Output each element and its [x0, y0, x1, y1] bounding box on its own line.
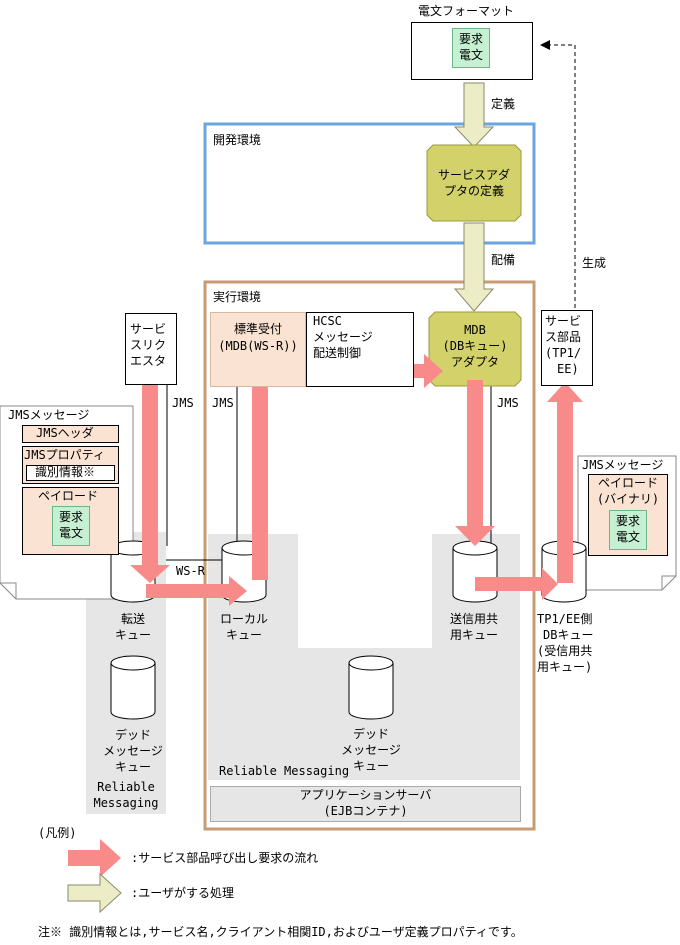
jms-label-right: JMS [497, 396, 519, 410]
denbun-format-title: 電文フォーマット [418, 4, 515, 18]
denbun-doc-line2: 電文 [458, 48, 483, 62]
service-requester-box [125, 313, 177, 385]
tenso-queue-line1: 転送 [120, 612, 145, 626]
haibi-arrow [453, 222, 495, 312]
mdb-adapter-octagon [428, 311, 522, 387]
dead-mid-line1: デッド [352, 727, 389, 741]
hcsc-line3: 配送制御 [313, 346, 362, 360]
jms-header-box [22, 425, 119, 443]
flow-arrow-6 [475, 568, 558, 600]
local-queue-line1: ローカル [219, 612, 268, 626]
jikko-frame [203, 280, 536, 831]
dead-queue-mid-cylinder [348, 655, 394, 720]
mdb-line2: (DBキュー) [442, 339, 508, 353]
dead-mid-line3: キュー [352, 759, 389, 773]
tp1-db-line1: TP1/EE側 [537, 612, 593, 626]
jms-ident-box [26, 465, 115, 481]
denbun-format-doc-icon: 要求 電文 [452, 28, 490, 68]
reliable-left-line1: Reliable [97, 780, 155, 794]
local-queue-line2: キュー [225, 628, 262, 642]
haibi-label: 配備 [491, 253, 516, 267]
send-shared-line1: 送信用共 [450, 612, 499, 626]
legend-title: (凡例) [38, 826, 77, 840]
legend-red-label: :サービス部品呼び出し要求の流れ [131, 851, 319, 865]
requester-line1: サービ [130, 322, 167, 336]
adapter-def-octagon [426, 144, 522, 222]
flow-arrow-3 [242, 360, 278, 580]
legend-yellow-label: :ユーザがする処理 [131, 886, 234, 900]
jikko-title: 実行環境 [213, 290, 262, 304]
jms-msg-right-title: JMSメッセージ [582, 458, 664, 472]
flow-arrow-2 [146, 576, 247, 606]
flow-arrow-5 [455, 380, 495, 546]
ws-r-label: WS-R [176, 564, 205, 578]
footnote: 注※ 識別情報とは,サービス名,クライアント相関ID,およびユーザ定義プロパティ… [38, 925, 523, 939]
dead-left-line3: キュー [114, 760, 151, 774]
tenso-queue-line2: キュー [114, 628, 151, 642]
jms-right-payload-line2: (バイナリ) [596, 492, 660, 506]
tp1-db-line3: (受信用共 [537, 644, 593, 658]
kaihatsu-frame [203, 122, 536, 245]
reliable-left-line2: Messaging [93, 796, 159, 810]
jms-right-doc-line2: 電文 [615, 530, 640, 544]
tp1-db-line4: 用キュー) [537, 660, 593, 674]
legend-yellow-arrow [67, 872, 122, 914]
jms-label-mid: JMS [212, 396, 234, 410]
service-part-box [541, 310, 593, 386]
legend-red-arrow [68, 839, 121, 877]
reliable-main-label: Reliable Messaging [219, 764, 350, 778]
jms-right-doc-icon: 要求 電文 [609, 510, 647, 550]
app-server-line1: アプリケーションサーバ [299, 788, 432, 802]
jms-payload-label: ペイロード [38, 489, 99, 503]
mdb-line1: MDB [464, 323, 486, 337]
jms-left-doc-line2: 電文 [58, 526, 83, 540]
mdb-line3: アダプタ [450, 355, 499, 369]
seisei-label: 生成 [582, 256, 607, 270]
requester-line3: エスタ [130, 354, 167, 368]
flow-arrow-1 [130, 385, 170, 583]
jms-msg-left-title: JMSメッセージ [8, 408, 90, 422]
flow-arrow-7 [547, 382, 583, 583]
jms-right-doc-line1: 要求 [615, 514, 640, 528]
jms-label-left: JMS [172, 396, 194, 410]
jms-left-doc-line1: 要求 [58, 510, 83, 524]
hcsc-line1: HCSC [313, 314, 342, 328]
jms-left-doc-icon: 要求 電文 [52, 506, 90, 546]
teigi-arrow [453, 82, 495, 148]
adapter-def-line1: サービスアダ [437, 168, 510, 182]
service-part-line4: EE) [557, 362, 579, 376]
app-server-line2: (EJBコンテナ) [323, 804, 408, 818]
seisei-dashed-arrow [548, 44, 576, 308]
std-recv-box [210, 312, 306, 387]
app-server-box [210, 786, 521, 822]
send-shared-queue-cylinder [452, 540, 498, 603]
jms-ident-label: 識別情報※ [35, 465, 96, 479]
dead-mid-line2: メッセージ [341, 743, 401, 757]
jms-props-label: JMSプロパティ [24, 448, 105, 462]
service-part-line3: (TP1/ [545, 346, 582, 360]
dead-left-line1: デッド [114, 728, 151, 742]
seisei-arrowhead [540, 40, 550, 50]
hcsc-line2: メッセージ [313, 330, 373, 344]
teigi-label: 定義 [491, 97, 516, 111]
dead-left-line2: メッセージ [103, 744, 163, 758]
dead-queue-left-cylinder [110, 655, 156, 720]
std-recv-line2: (MDB(WS-R)) [218, 339, 298, 353]
requester-line2: スリク [130, 338, 167, 352]
service-part-line2: ス部品 [545, 330, 582, 344]
adapter-def-line2: プタの定義 [443, 184, 504, 198]
tp1-db-line2: DBキュー [543, 628, 594, 642]
denbun-doc-line1: 要求 [458, 32, 483, 46]
std-recv-line1: 標準受付 [233, 322, 282, 336]
hcsc-box [306, 312, 414, 387]
jms-header-label: JMSヘッダ [36, 426, 94, 440]
send-shared-line2: 用キュー [450, 628, 499, 642]
kaihatsu-title: 開発環境 [213, 133, 262, 147]
jms-right-payload-line1: ペイロード [597, 476, 658, 490]
service-part-line1: サービ [545, 314, 582, 328]
